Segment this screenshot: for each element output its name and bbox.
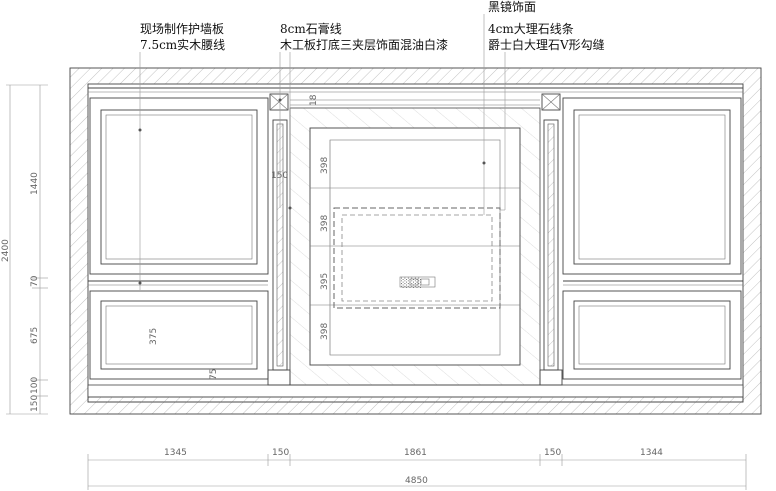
dim-left-70: 70	[30, 275, 40, 287]
dim-left-1440: 1440	[30, 172, 40, 195]
annotation-painted-board: 木工板打底三夹层饰面混油白漆	[280, 37, 448, 52]
skirting-board	[87, 384, 744, 403]
dim-left-total: 2400	[1, 239, 11, 262]
dim-left-150: 150	[30, 395, 40, 412]
dim-bottom-total: 4850	[405, 476, 428, 486]
dim-bottom-1861: 1861	[404, 448, 427, 458]
dim-bottom-1344: 1344	[640, 448, 663, 458]
dim-v1: 398	[320, 157, 330, 174]
dim-bottom-150a: 150	[272, 448, 289, 458]
dim-bottom-150b: 150	[544, 448, 561, 458]
crown-moulding	[88, 87, 743, 106]
bottom-dimension-chain: 1345 150 1861 150 1344 4850	[87, 448, 747, 490]
dim-75: 75	[209, 369, 219, 380]
center-vertical-dims: 398 398 395 398	[320, 140, 331, 355]
annotation-marble-groove: 爵士白大理石V形勾缝	[488, 37, 605, 52]
dim-panel-375: 375	[149, 328, 159, 345]
dim-left-100: 100	[30, 377, 40, 394]
dim-bottom-1345: 1345	[164, 448, 187, 458]
annotation-waist-line: 7.5cm实木腰线	[140, 37, 225, 52]
tv-label: ░░░	[401, 277, 422, 289]
dim-v3: 395	[320, 273, 330, 290]
leader-lines	[138, 14, 506, 290]
dim-v4: 398	[320, 323, 330, 340]
dim-18: 18	[309, 94, 319, 106]
dim-left-675: 675	[30, 327, 40, 344]
dim-v2: 398	[320, 215, 330, 232]
annotation-marble-line: 4cm大理石线条	[488, 22, 574, 36]
left-dimension-chain: 1440 70 675 100 150 2400	[1, 84, 48, 415]
tv-feature-wall	[289, 107, 541, 386]
annotation-plaster-line: 8cm石膏线	[280, 21, 342, 36]
annotation-black-mirror: 黑镜饰面	[488, 0, 536, 14]
annotation-wainscot: 现场制作护墙板	[140, 22, 224, 36]
right-wall-panels	[562, 97, 743, 380]
left-wall-panels	[88, 97, 269, 380]
